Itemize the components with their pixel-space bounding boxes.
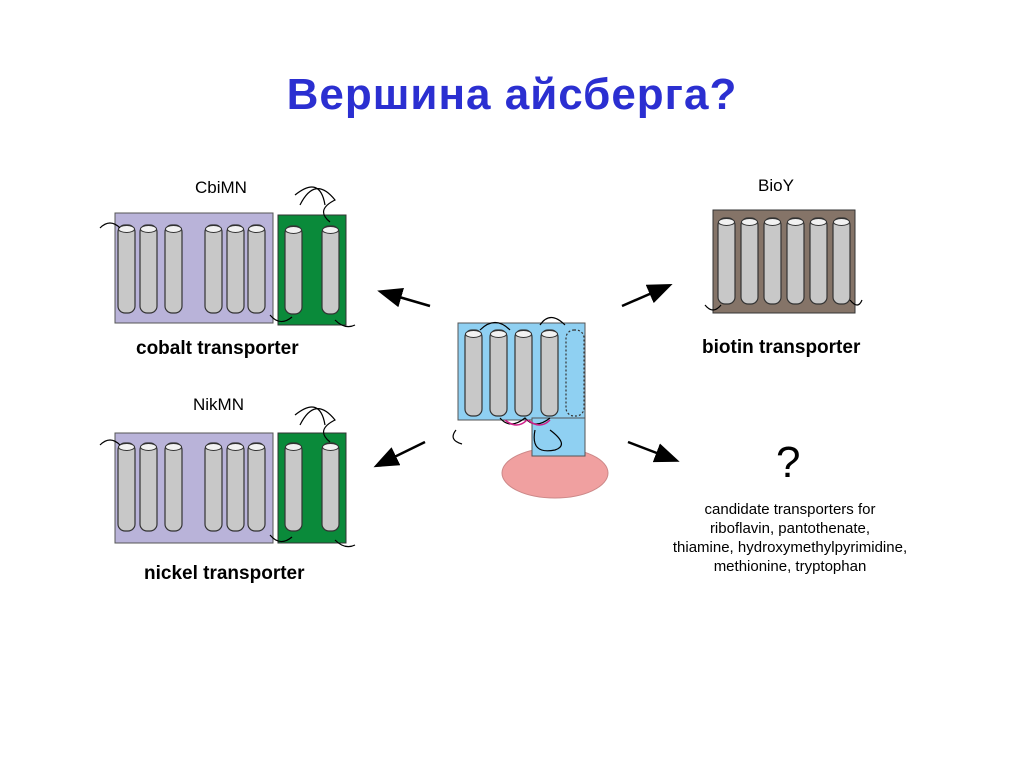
helix-cylinder [226, 442, 245, 532]
helix-cylinder [139, 442, 158, 532]
helix-cap [248, 225, 265, 233]
biotin-transporter-illustration [704, 209, 863, 314]
arrow-to-biotin [621, 284, 673, 308]
helix-cylinder [464, 329, 483, 417]
helix-cylinder [284, 225, 303, 315]
center-dotted-helix [565, 329, 585, 417]
helix-cylinder [204, 442, 223, 532]
helix-cap [810, 218, 827, 226]
nickel-helices-left [117, 442, 266, 532]
helix-cap [118, 443, 135, 451]
helix-cylinder [321, 442, 340, 532]
helix-cylinder [786, 217, 805, 305]
helix-cap [205, 443, 222, 451]
arrow-to-cobalt [377, 288, 431, 308]
nickel-name: NikMN [193, 395, 244, 414]
helix-cylinder [226, 224, 245, 314]
nickel-transporter-illustration [99, 406, 356, 548]
nickel-caption: nickel transporter [144, 563, 305, 584]
helix-cylinder [832, 217, 851, 305]
helix-cap [718, 218, 735, 226]
unknown-question-mark: ? [776, 438, 801, 487]
helix-cap [285, 443, 302, 451]
helix-cylinder [164, 224, 183, 314]
biotin-name: BioY [758, 176, 794, 195]
nickel-helices-right [284, 442, 340, 532]
cobalt-helices-right [284, 225, 340, 315]
helix-cap [490, 330, 507, 338]
helix-cylinder [809, 217, 828, 305]
helix-cap [541, 330, 558, 338]
biotin-helices [717, 217, 851, 305]
biotin-caption: biotin transporter [702, 337, 861, 358]
helix-cap [515, 330, 532, 338]
helix-cylinder [164, 442, 183, 532]
cobalt-name: CbiMN [195, 178, 247, 197]
slide-title: Вершина айсберга? [286, 70, 738, 119]
arrow-to-candidates [627, 440, 680, 463]
cobalt-helices-left [117, 224, 266, 314]
helix-cylinder [247, 442, 266, 532]
bioy-membrane-box [712, 209, 856, 314]
candidate-line: thiamine, hydroxymethylpyrimidine, [672, 539, 908, 556]
helix-cylinder [514, 329, 533, 417]
helix-cap [227, 443, 244, 451]
cobalt-transporter-illustration [99, 186, 356, 328]
helix-cap [322, 226, 339, 234]
helix-cap [227, 225, 244, 233]
helix-cap [248, 443, 265, 451]
helix-cap [285, 226, 302, 234]
nickel-loops [99, 406, 356, 548]
helix-cap [833, 218, 850, 226]
helix-cylinder [204, 224, 223, 314]
helix-cylinder [247, 224, 266, 314]
candidate-transporters-list: candidate transporters for riboflavin, p… [630, 500, 950, 576]
helix-cylinder [717, 217, 736, 305]
helix-cap [787, 218, 804, 226]
helix-cylinder [117, 442, 136, 532]
cobalt-caption: cobalt transporter [136, 338, 299, 359]
helix-cap [205, 225, 222, 233]
candidate-line: methionine, tryptophan [713, 558, 867, 575]
arrow-to-nickel [373, 440, 426, 468]
helix-cylinder [284, 442, 303, 532]
helix-cap [140, 443, 157, 451]
helix-cylinder [763, 217, 782, 305]
helix-cap [140, 225, 157, 233]
helix-cylinder [117, 224, 136, 314]
helix-cylinder [740, 217, 759, 305]
helix-cap [165, 443, 182, 451]
candidate-line: riboflavin, pantothenate, [709, 520, 871, 537]
center-helices [464, 329, 559, 417]
helix-cap [118, 225, 135, 233]
center-module-illustration [452, 316, 609, 499]
helix-cap [764, 218, 781, 226]
helix-cylinder [540, 329, 559, 417]
candidate-line: candidate transporters for [704, 501, 876, 518]
biotin-loops [704, 299, 863, 311]
cobalt-loops [99, 186, 356, 328]
helix-cylinder [489, 329, 508, 417]
helix-cap [741, 218, 758, 226]
helix-cap [322, 443, 339, 451]
helix-cap [165, 225, 182, 233]
helix-cap [465, 330, 482, 338]
center-loops [452, 316, 566, 452]
helix-cylinder [139, 224, 158, 314]
helix-cylinder [321, 225, 340, 315]
